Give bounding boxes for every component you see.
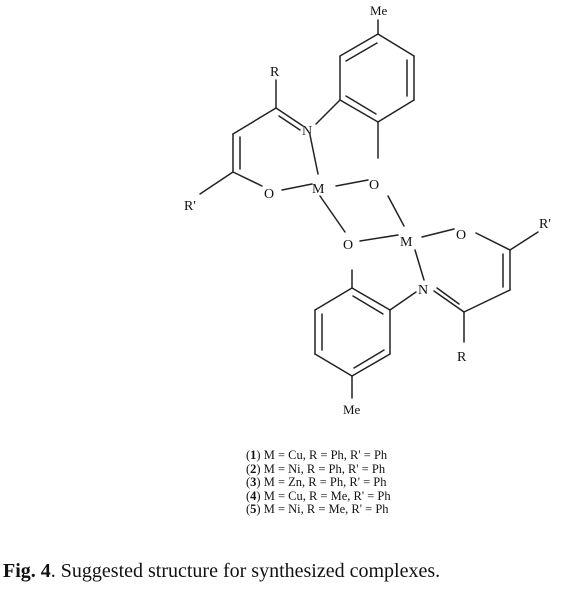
r-prime-left-label: R'	[184, 199, 196, 214]
legend-row-4: (4) M = Cu, R = Me, R' = Ph	[246, 488, 391, 503]
top-chelate-ring	[199, 79, 369, 233]
bottom-chelate-ring	[359, 195, 539, 343]
n-top-aryl-bond	[315, 99, 341, 125]
complex-legend: (1) M = Cu, R = Ph, R' = Ph (2) M = Ni, …	[246, 448, 486, 517]
r-prime-right-label: R'	[539, 217, 551, 232]
r-bottom-label: R	[457, 350, 467, 365]
legend-text: M = Ni, R = Me, R' = Ph	[260, 502, 389, 517]
o-phenol-bottom-label: O	[343, 238, 353, 253]
legend-row-1: (1) M = Cu, R = Ph, R' = Ph	[246, 448, 388, 462]
legend-text: M = Cu, R = Ph, R' = Ph	[260, 448, 388, 462]
me-bottom-label: Me	[343, 402, 361, 417]
legend-num: 4	[250, 488, 257, 503]
legend-row-3: (3) M = Zn, R = Ph, R' = Ph	[246, 475, 387, 490]
m-top-label: M	[312, 182, 325, 197]
me-top-label: Me	[370, 3, 388, 18]
legend-text: M = Zn, R = Ph, R' = Ph	[260, 475, 387, 490]
legend-num: 2	[250, 461, 257, 476]
legend-num: 3	[250, 475, 257, 490]
legend-row-2: (2) M = Ni, R = Ph, R' = Ph	[246, 461, 386, 476]
m-bottom-label: M	[400, 235, 413, 250]
o-enol-top-label: O	[264, 187, 274, 202]
o-enol-bottom-label: O	[456, 228, 466, 243]
legend-num: 5	[250, 502, 257, 517]
n-bottom-label: N	[418, 283, 428, 298]
n-top-label: N	[302, 124, 312, 139]
bottom-aromatic-ring	[314, 269, 417, 377]
o-phenol-top-label: O	[369, 178, 379, 193]
legend-text: M = Ni, R = Ph, R' = Ph	[260, 461, 386, 476]
chemical-structure-diagram: Me R N M O O R' O M O R' N R Me	[184, 3, 551, 417]
caption-label: Fig. 4	[3, 560, 51, 582]
figure-caption: Fig. 4. Suggested structure for synthesi…	[3, 560, 580, 583]
r-top-label: R	[270, 65, 280, 80]
legend-row-5: (5) M = Ni, R = Me, R' = Ph	[246, 502, 389, 517]
caption-text: . Suggested structure for synthesized co…	[50, 560, 441, 582]
legend-text: M = Cu, R = Me, R' = Ph	[260, 488, 391, 503]
legend-num: 1	[250, 448, 257, 462]
top-aromatic-ring	[339, 33, 415, 123]
